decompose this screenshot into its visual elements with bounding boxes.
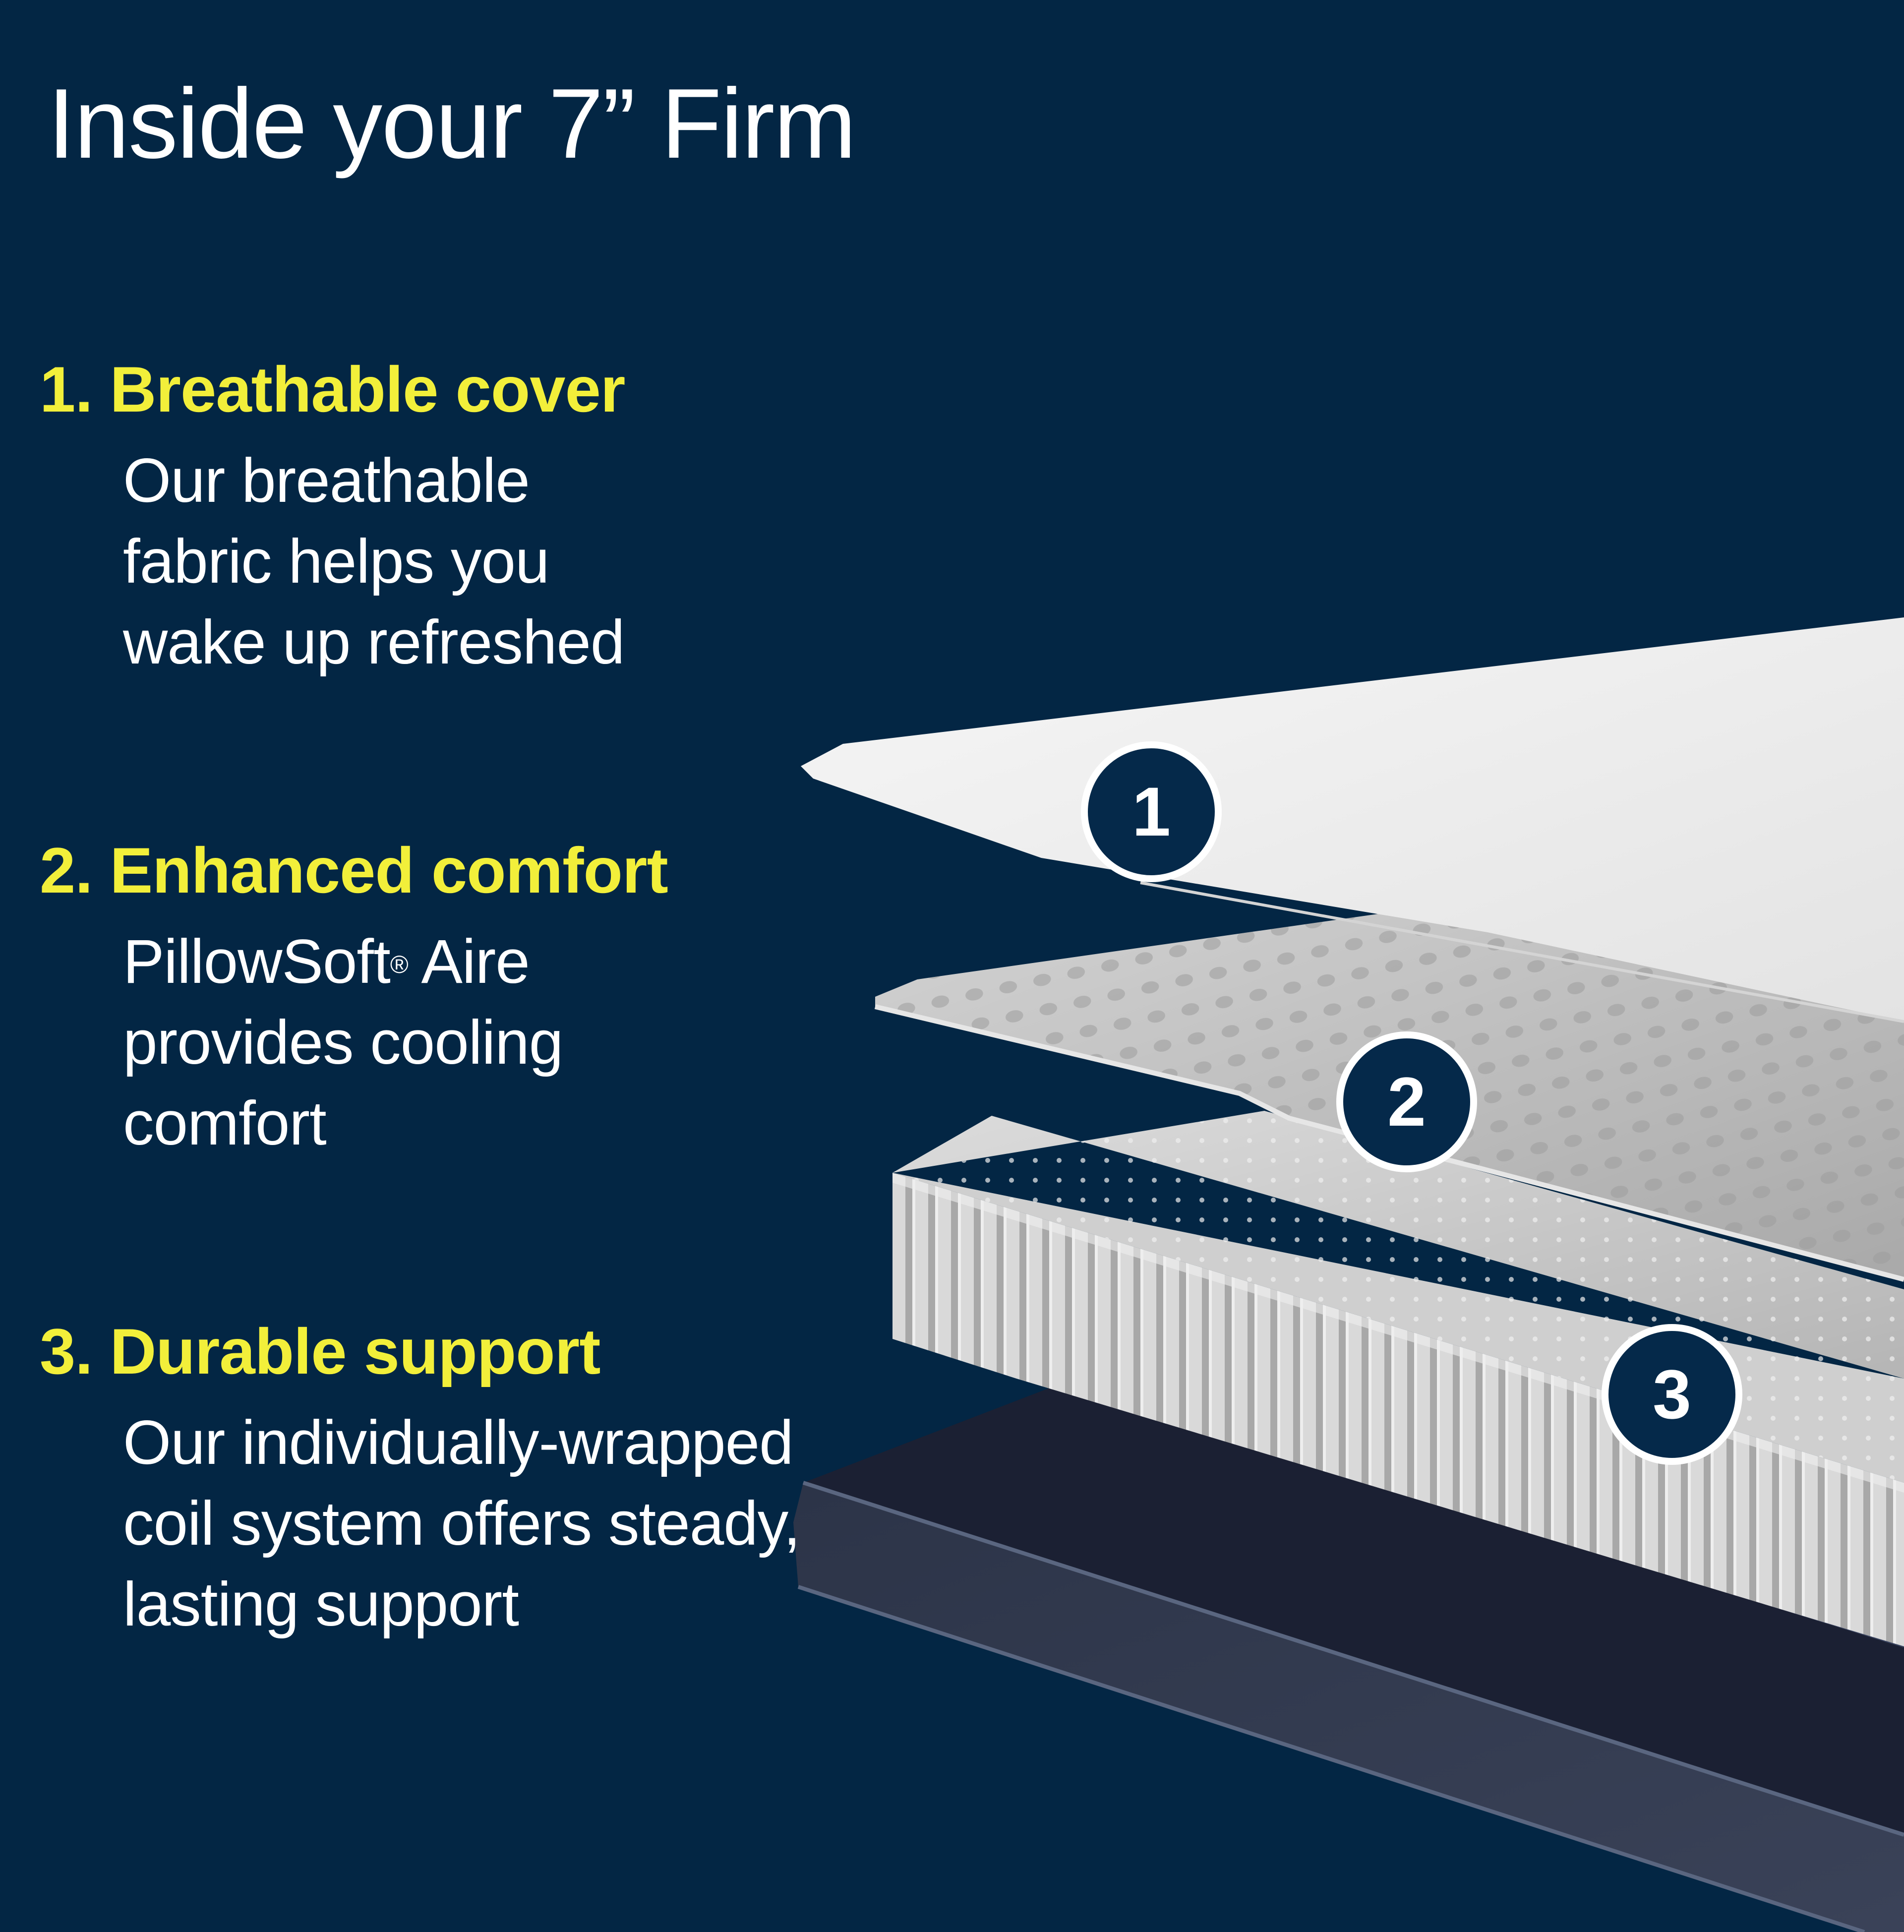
layer-number-badge-3: 3 [1602, 1324, 1742, 1465]
feature-description-line: wake up refreshed [123, 608, 625, 677]
feature-description-line: coil system offers steady, [123, 1489, 801, 1558]
feature-description-line: PillowSoft® Aire [123, 921, 668, 1002]
registered-trademark-icon: ® [390, 951, 409, 978]
page-title: Inside your 7” Firm [48, 68, 856, 179]
layer-number-badge-1: 1 [1081, 741, 1222, 882]
feature-description-line: comfort [123, 1089, 327, 1158]
feature-description-line: provides cooling [123, 1008, 563, 1077]
feature-enhanced-comfort: 2. Enhanced comfort PillowSoft® Aire pro… [40, 838, 668, 1164]
brand-suffix: Aire [408, 927, 530, 996]
feature-description-line: Our individually-wrapped [123, 1408, 794, 1477]
feature-description-line: lasting support [123, 1570, 519, 1639]
feature-breathable-cover: 1. Breathable cover Our breathable fabri… [40, 357, 625, 683]
feature-description: PillowSoft® Aire provides cooling comfor… [123, 921, 668, 1164]
feature-description-line: Our breathable [123, 446, 530, 515]
cover-layer-icon [801, 617, 1904, 1023]
feature-description-line: fabric helps you [123, 527, 550, 596]
layer-number-badge-2: 2 [1336, 1031, 1477, 1172]
brand-name: PillowSoft [123, 927, 391, 996]
feature-heading: 1. Breathable cover [40, 353, 625, 425]
feature-heading: 3. Durable support [40, 1315, 600, 1388]
feature-durable-support: 3. Durable support Our individually-wrap… [40, 1315, 801, 1645]
feature-description: Our individually-wrapped coil system off… [123, 1402, 801, 1645]
feature-heading: 2. Enhanced comfort [40, 834, 668, 906]
feature-description: Our breathable fabric helps you wake up … [123, 440, 625, 683]
